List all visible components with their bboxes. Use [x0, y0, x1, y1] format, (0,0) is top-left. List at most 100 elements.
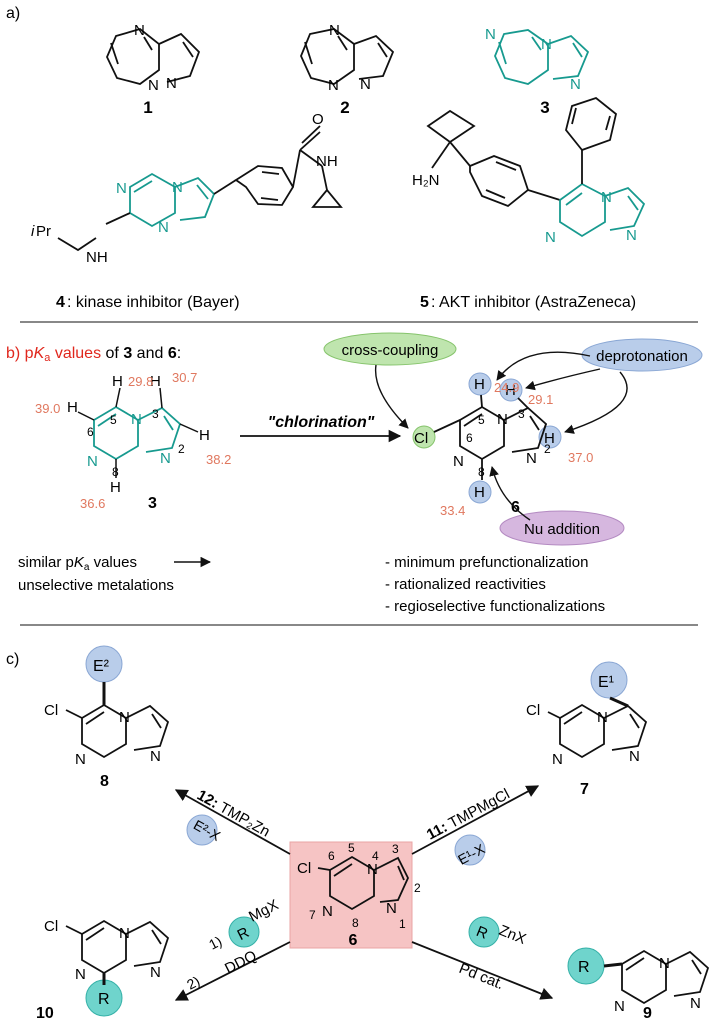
svg-text:N: N	[134, 22, 145, 39]
svg-text:H₂N: H₂N	[412, 172, 440, 189]
svg-text:3: 3	[392, 842, 399, 856]
svg-text:N: N	[329, 22, 340, 39]
svg-text:N: N	[172, 179, 183, 196]
svg-text:8: 8	[352, 916, 359, 930]
svg-text:Pr: Pr	[36, 223, 51, 240]
compound-7-number: 7	[580, 781, 589, 798]
svg-text:N: N	[690, 995, 701, 1012]
r-label-10: R	[98, 991, 110, 1008]
svg-text:NH: NH	[316, 153, 338, 170]
svg-text:N: N	[160, 450, 171, 467]
svg-text:N: N	[158, 219, 169, 236]
svg-text:N: N	[597, 709, 608, 726]
svg-text:39.0: 39.0	[35, 401, 60, 416]
svg-text:Cl: Cl	[297, 860, 311, 877]
svg-text:N: N	[367, 861, 378, 878]
compound-5-number: 5	[420, 294, 429, 311]
svg-text:6: 6	[466, 431, 473, 445]
compound-6-structure	[433, 394, 548, 480]
svg-text:Cl: Cl	[414, 430, 428, 447]
svg-text:N: N	[541, 36, 552, 53]
panel-c-label: c)	[6, 651, 19, 668]
svg-text:H: H	[112, 373, 123, 390]
svg-text:N: N	[75, 751, 86, 768]
svg-text:N: N	[322, 903, 333, 920]
svg-text:N: N	[601, 189, 612, 206]
svg-text:4: 4	[372, 849, 379, 863]
svg-text:5: 5	[110, 413, 117, 427]
svg-text:H: H	[110, 479, 121, 496]
compound-3-structure	[494, 29, 590, 85]
svg-text:24.9: 24.9	[494, 380, 519, 395]
svg-text:cross-coupling: cross-coupling	[342, 342, 439, 359]
arrow-to-7	[411, 785, 540, 855]
svg-text:Cl: Cl	[44, 918, 58, 935]
compound-9-number: 9	[643, 1005, 652, 1022]
svg-text:3: 3	[518, 407, 525, 421]
svg-text:7: 7	[309, 908, 316, 922]
svg-text:H: H	[67, 399, 78, 416]
svg-text:N: N	[570, 76, 581, 93]
svg-text:deprotonation: deprotonation	[596, 348, 688, 365]
svg-text:N: N	[119, 925, 130, 942]
svg-text:5: 5	[348, 841, 355, 855]
svg-text:N: N	[485, 26, 496, 43]
panel-b-label: b) pKa values of 3 and 6:	[6, 345, 181, 364]
svg-text:N: N	[614, 998, 625, 1015]
arrow-to-9	[411, 941, 554, 1000]
compound-10	[65, 919, 170, 975]
svg-text:N: N	[119, 709, 130, 726]
compound-8-number: 8	[100, 773, 109, 790]
svg-text:30.7: 30.7	[172, 370, 197, 385]
svg-text:N: N	[150, 748, 161, 765]
svg-text:Cl: Cl	[44, 702, 58, 719]
center-compound-number: 6	[349, 932, 358, 949]
svg-text:N: N	[75, 966, 86, 983]
svg-text:N: N	[497, 411, 508, 428]
compound-1-structure	[106, 28, 201, 85]
rmgx-label: MgX	[246, 896, 281, 925]
ddq-label: DDQ	[222, 947, 259, 977]
svg-text:N: N	[526, 450, 537, 467]
svg-text:N: N	[552, 751, 563, 768]
svg-text:N: N	[659, 955, 670, 972]
svg-text:N: N	[150, 964, 161, 981]
svg-text:6: 6	[328, 849, 335, 863]
svg-text:6: 6	[87, 425, 94, 439]
center-compound-6	[317, 855, 409, 911]
compound-8	[65, 682, 170, 759]
svg-text:N: N	[87, 453, 98, 470]
svg-text:2: 2	[414, 881, 421, 895]
compound-3-number: 3	[540, 98, 549, 117]
svg-text:H: H	[199, 427, 210, 444]
cross-coupling-bubble	[323, 332, 457, 366]
center-compound-box	[289, 841, 413, 949]
svg-text:1: 1	[399, 917, 406, 931]
svg-text:N: N	[453, 453, 464, 470]
svg-text:Nu addition: Nu addition	[524, 521, 600, 538]
svg-text:N: N	[626, 227, 637, 244]
svg-text:H: H	[150, 373, 161, 390]
step-2-label: 2)	[184, 973, 202, 993]
compound-10-number: 10	[36, 1005, 54, 1022]
compound-2-structure	[300, 28, 395, 85]
bullet-1: - minimum prefunctionalization	[385, 554, 588, 571]
svg-text:H: H	[474, 484, 485, 501]
svg-text:N: N	[386, 900, 397, 917]
svg-text:N: N	[148, 77, 159, 94]
svg-text:2: 2	[544, 442, 551, 456]
compound-7	[547, 696, 648, 759]
svg-text:H: H	[544, 430, 555, 447]
svg-text:NH: NH	[86, 249, 108, 266]
compound-1-number: 1	[143, 98, 152, 117]
arrow-to-8	[174, 789, 291, 855]
bullet-2: - rationalized reactivities	[385, 576, 546, 593]
compound-4-caption: : kinase inhibitor (Bayer)	[67, 294, 240, 311]
note-unselective: unselective metalations	[18, 577, 174, 594]
svg-text:H: H	[505, 382, 516, 399]
svg-text:N: N	[360, 76, 371, 93]
compound-5-caption: : AKT inhibitor (AstraZeneca)	[431, 294, 636, 311]
svg-text:Cl: Cl	[526, 702, 540, 719]
pd-cat-label: Pd cat.	[457, 960, 507, 993]
